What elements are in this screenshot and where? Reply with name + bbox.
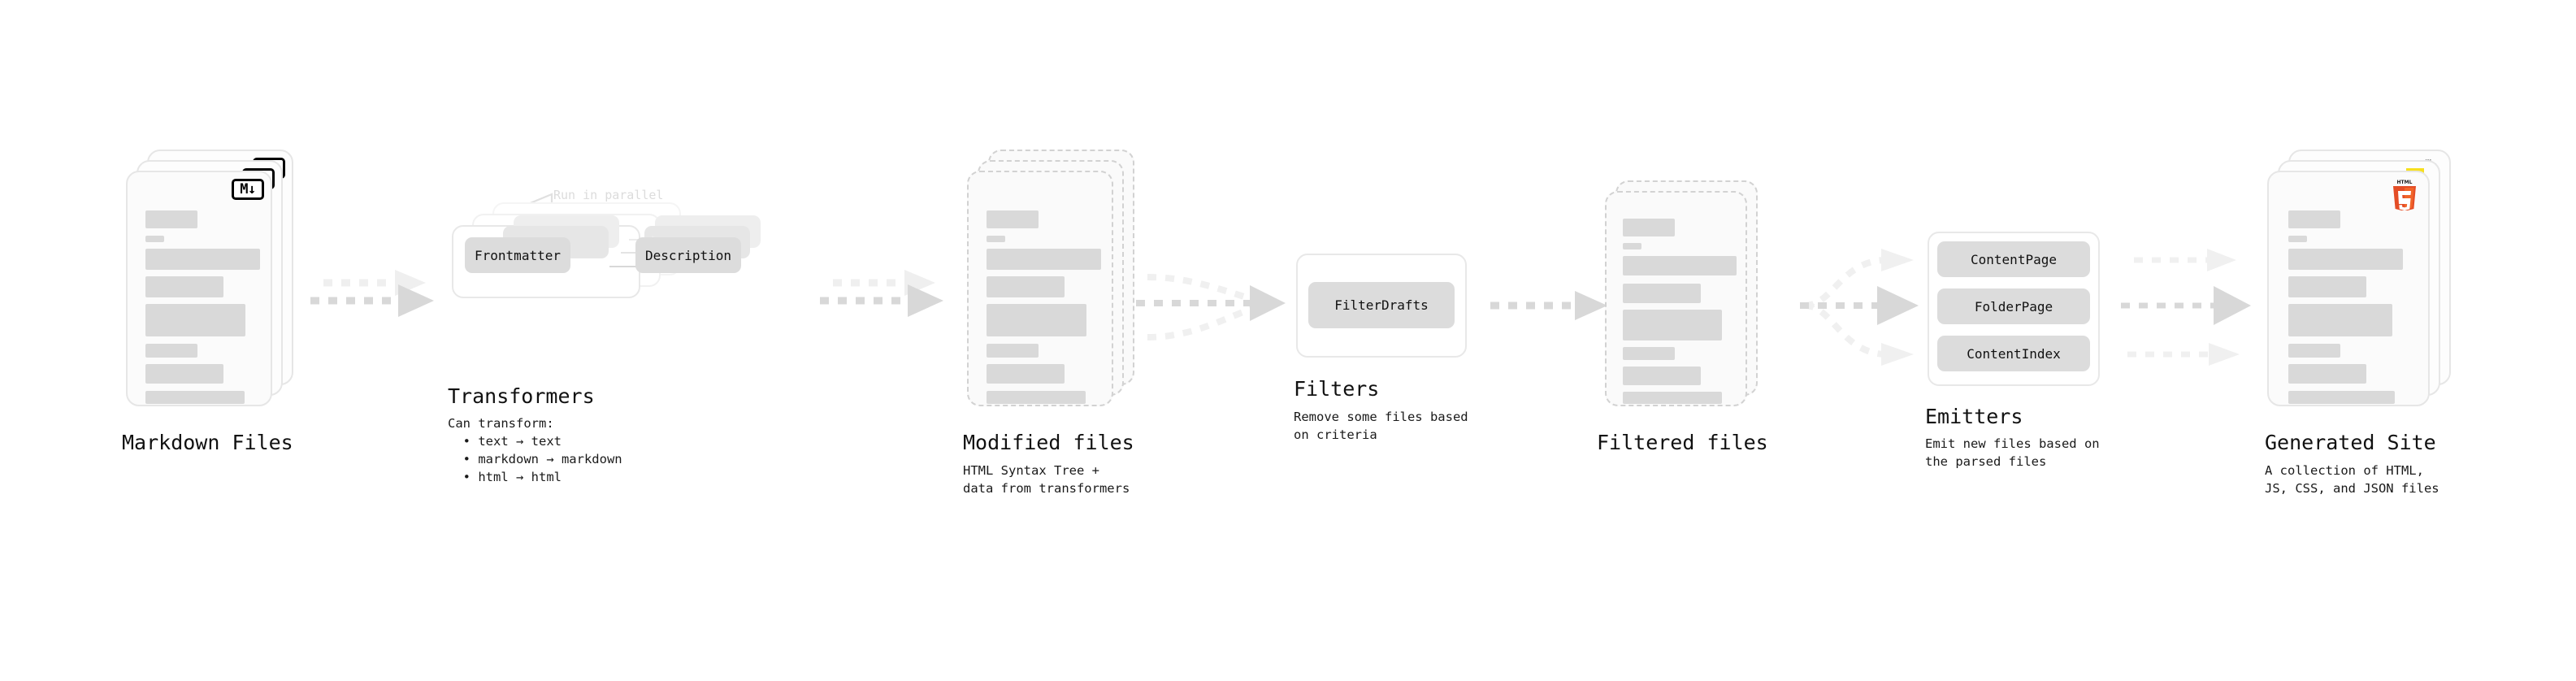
skeleton-bar [145,210,197,228]
filter-chip-filterdrafts[interactable]: FilterDrafts [1308,282,1455,328]
skeleton-bar [2288,249,2403,270]
skeleton-bar [1623,347,1675,360]
skeleton-bar [2288,210,2340,228]
markdown-card-front: M↓ [126,171,272,406]
svg-text:HTML: HTML [2397,180,2413,185]
run-in-parallel-label: Run in parallel [553,188,664,202]
skeleton-bar [145,364,223,384]
skeleton-bar [145,249,260,270]
skeleton-bar [1623,367,1701,385]
markdown-badge-icon: M↓ [232,179,264,200]
stage-title: Filters [1294,377,1380,401]
arrow-markdown-to-transformers [310,270,434,317]
skeleton-bar [145,236,164,242]
skeleton-bar [2288,344,2340,358]
stage-caption: Emit new files based on the parsed files [1925,436,2100,469]
stage-caption: Can transform: • text → text • markdown … [448,416,622,484]
skeleton-bar [145,344,197,358]
skeleton-bar [145,391,245,404]
modified-card-front [967,171,1113,406]
skeleton-bar [987,276,1065,297]
skeleton-bar [145,276,223,297]
skeleton-bar [1623,243,1641,249]
skeleton-bar [987,364,1065,384]
modified-card-stack [967,150,1138,414]
skeleton-bar [1623,392,1722,404]
skeleton-bar [2288,236,2307,242]
skeleton-bar [987,210,1039,228]
stage-title: Filtered files [1597,431,1768,454]
filtered-card-stack [1605,180,1767,414]
skeleton-bar [987,236,1005,242]
stage-caption: Remove some files based on criteria [1294,410,1468,442]
html5-badge-icon: HTML [2393,180,2416,210]
emitter-chip-contentindex[interactable]: ContentIndex [1937,336,2090,371]
emitter-chip-folderpage[interactable]: FolderPage [1937,288,2090,324]
skeleton-bar [2288,364,2366,384]
transformer-chip-description[interactable]: Description [635,237,741,273]
arrow-filters-to-filtered [1490,291,1607,320]
skeleton-bar [2288,276,2366,297]
stage-caption: A collection of HTML, JS, CSS, and JSON … [2265,463,2439,496]
skeleton-bar [987,249,1101,270]
stage-markdown-files: M↓ M↓ M↓ Markdown Files [122,150,297,454]
arrow-modified-to-filters [1136,274,1286,340]
stage-title: Transformers [448,384,595,408]
emitter-chip-contentpage[interactable]: ContentPage [1937,241,2090,277]
skeleton-bar [987,304,1086,336]
arrow-emitters-to-site [2121,249,2251,366]
skeleton-bar [987,344,1039,358]
stage-title: Markdown Files [122,431,293,454]
stage-title: Modified files [963,431,1134,454]
skeleton-bar [1623,284,1701,303]
skeleton-bar [2288,391,2395,404]
stage-title: Generated Site [2265,431,2436,454]
stage-modified-files: Modified files HTML Syntax Tree + data f… [963,150,1138,496]
skeleton-bar [145,304,245,336]
skeleton-bar [1623,310,1722,340]
site-card-html: HTML [2267,171,2430,406]
skeleton-bar [987,391,1086,404]
skeleton-bar [2288,304,2392,336]
stage-generated-site: CSS HTML [2265,150,2454,496]
stage-caption: HTML Syntax Tree + data from transformer… [963,463,1130,496]
markdown-card-stack: M↓ M↓ M↓ [126,150,297,414]
filtered-card-front [1605,191,1747,406]
stage-title: Emitters [1925,405,2023,428]
site-card-stack: CSS HTML [2267,150,2454,414]
arrow-transformers-to-modified [820,270,943,317]
transformer-chip-frontmatter[interactable]: Frontmatter [465,237,570,273]
skeleton-bar [1623,256,1737,275]
stage-filtered-files: Filtered files [1597,180,1768,454]
skeleton-bar [1623,219,1675,236]
arrow-filtered-to-emitters [1800,249,1919,366]
